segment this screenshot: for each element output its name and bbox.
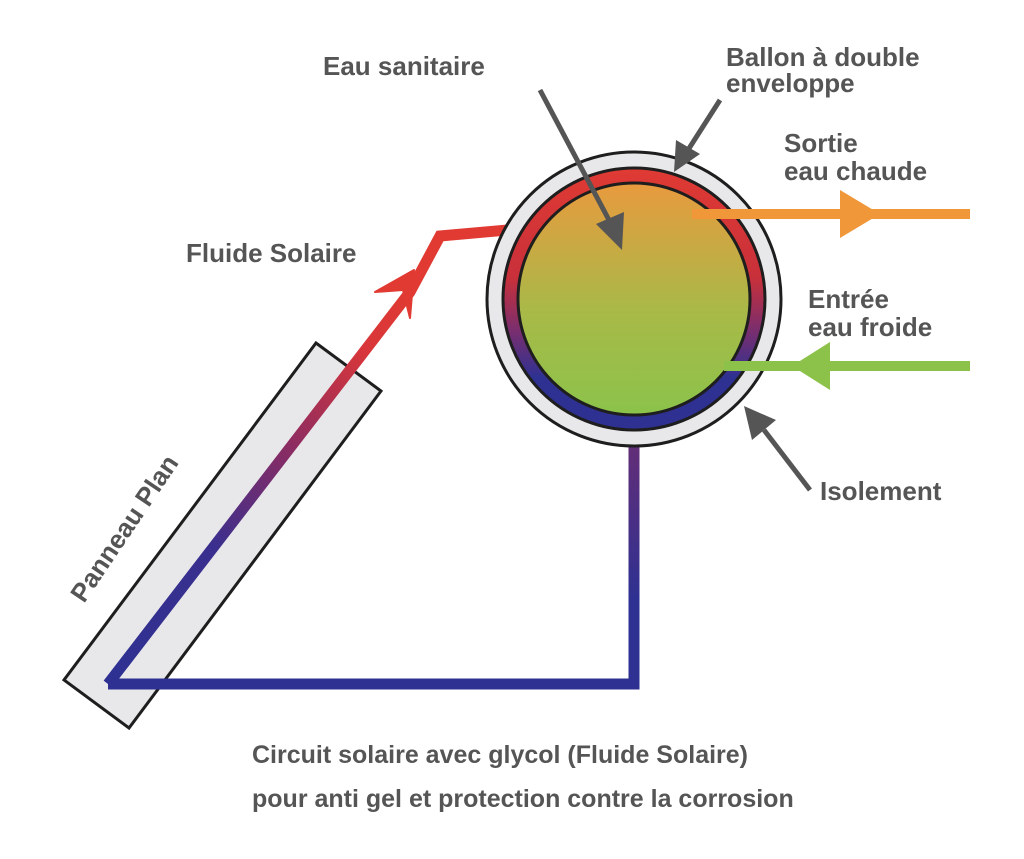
- label-entree-line1: Entrée: [808, 284, 889, 314]
- label-ballon-line2: enveloppe: [726, 68, 855, 98]
- solar-fluid-pipe-hot: [103, 222, 531, 688]
- cold-water-arrow: [792, 342, 830, 390]
- pointer-eau-sanitaire: [537, 88, 624, 250]
- label-eau-sanitaire: Eau sanitaire: [323, 51, 485, 81]
- label-ballon-line1: Ballon à double: [726, 42, 920, 72]
- label-sortie-line2: eau chaude: [784, 156, 927, 186]
- label-entree-line2: eau froide: [808, 312, 932, 342]
- caption-line1: Circuit solaire avec glycol (Fluide Sola…: [252, 741, 748, 769]
- solar-fluid-flow-arrow: [374, 269, 415, 319]
- sanitary-water-tank: [516, 181, 752, 417]
- caption-line2: pour anti gel et protection contre la co…: [252, 785, 794, 813]
- label-fluide-solaire: Fluide Solaire: [186, 238, 357, 268]
- pointer-isolement: [744, 406, 812, 492]
- hot-water-arrow: [840, 190, 880, 238]
- label-sortie-line1: Sortie: [784, 128, 858, 158]
- label-isolement: Isolement: [820, 476, 942, 506]
- pointer-ballon: [674, 98, 723, 172]
